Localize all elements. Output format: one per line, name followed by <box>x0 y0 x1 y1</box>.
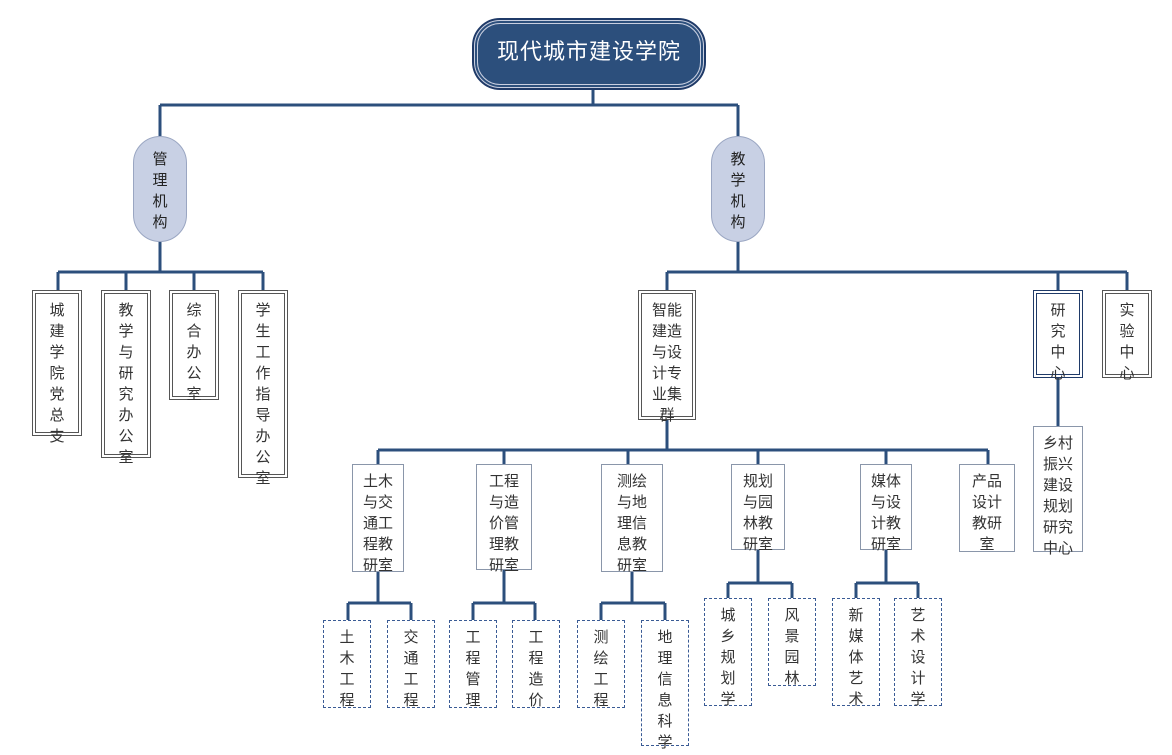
major-transport-engineering: 交 通 工 程 <box>387 620 435 709</box>
major-engineering-management: 工 程 管 理 <box>449 620 497 709</box>
major-landscape-architecture: 风 景 园 林 <box>768 598 816 687</box>
unit-party-branch: 城 建 学 院 党 总 支 <box>32 290 82 445</box>
major-geographic-information-science: 地 理 信 息 科 学 <box>641 620 689 751</box>
unit-student-affairs-office: 学 生 工 作 指 导 办 公 室 <box>238 290 288 487</box>
connector-office-3 <box>599 572 667 620</box>
rural-revitalization-center: 乡村 振兴 建设 规划 研究 中心 <box>1033 426 1083 557</box>
office-engineering-cost: 工程 与造 价管 理教 研室 <box>476 464 532 574</box>
root-label: 现代城市建设学院 <box>496 40 681 65</box>
office-planning-landscape: 规划 与园 林教 研室 <box>731 464 785 553</box>
connector-office-4 <box>726 550 794 598</box>
cluster-node: 智能 建造 与设 计专 业集 群 <box>638 290 696 424</box>
office-media-design: 媒体 与设 计教 研室 <box>860 464 912 553</box>
office-surveying-geoinfo: 测绘 与地 理信 息教 研室 <box>601 464 663 574</box>
major-urban-rural-planning: 城 乡 规 划 学 <box>704 598 752 708</box>
major-civil-engineering: 土 木 工 程 <box>323 620 371 709</box>
major-new-media-art: 新 媒 体 艺 术 <box>832 598 880 708</box>
root-node: 现代城市建设学院 <box>472 18 706 90</box>
office-product-design: 产品 设计 教研 室 <box>959 464 1015 553</box>
research-center-node: 研 究 中 心 <box>1033 290 1083 382</box>
connector-root <box>158 88 740 136</box>
connector-office-1 <box>346 572 413 620</box>
connector-office-5 <box>854 550 920 598</box>
connector-cluster <box>376 420 990 464</box>
lab-center-node: 实 验 中 心 <box>1102 290 1152 382</box>
management-node: 管 理 机 构 <box>133 136 187 242</box>
major-engineering-cost: 工 程 造 价 <box>512 620 560 709</box>
major-surveying-engineering: 测 绘 工 程 <box>577 620 625 709</box>
connector-teaching <box>665 242 1129 290</box>
connector-management <box>56 242 265 290</box>
unit-teaching-research-office: 教 学 与 研 究 办 公 室 <box>101 290 151 466</box>
office-civil-transport: 土木 与交 通工 程教 研室 <box>352 464 404 574</box>
teaching-node: 教 学 机 构 <box>711 136 765 242</box>
unit-general-office: 综 合 办 公 室 <box>169 290 219 403</box>
connector-office-2 <box>471 570 537 620</box>
major-art-design: 艺 术 设 计 学 <box>894 598 942 708</box>
